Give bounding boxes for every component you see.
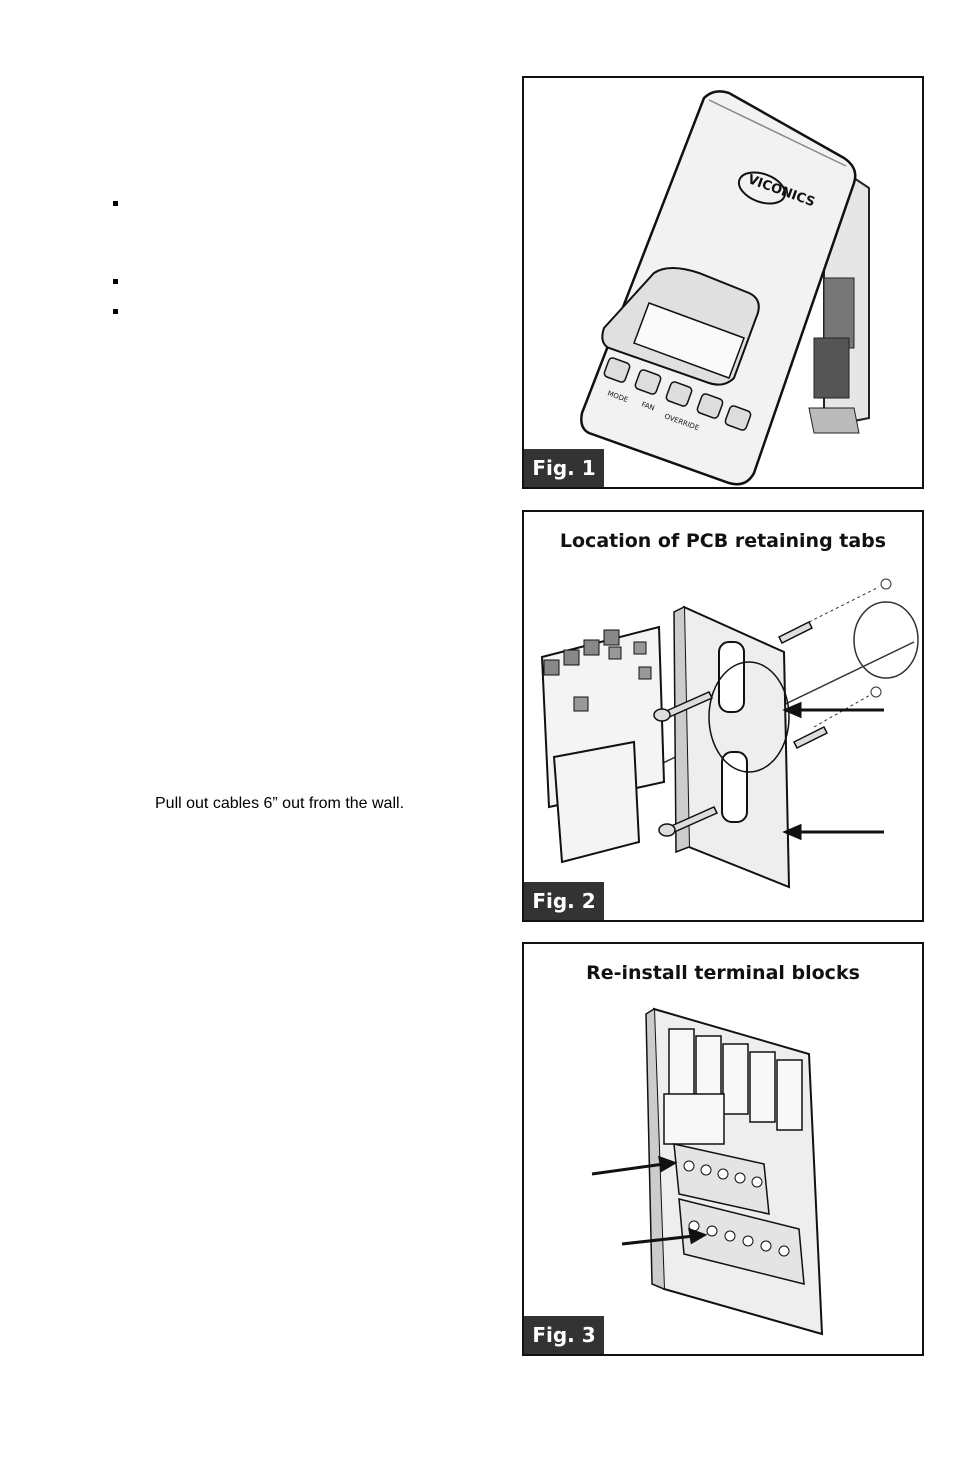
figure-2-title: Location of PCB retaining tabs [559,530,887,552]
figure-3-title: Re-install terminal blocks [586,962,860,984]
pcb-retaining-tabs-illustration [540,578,919,889]
figure-1: VICONICS MODE FAN OVERRIDE Fig. 1 [522,76,924,489]
bullet-marker-2 [113,279,118,284]
figure-1-label: Fig. 1 [524,449,604,487]
figure-3: Re-install terminal blocks [522,942,924,1356]
figure-2: Location of PCB retaining tabs [522,510,924,922]
bullet-marker-3 [113,309,118,314]
figure-3-label: Fig. 3 [524,1316,604,1354]
bullet-marker-1 [113,201,118,206]
terminal-blocks-illustration [591,1007,824,1336]
thermostat-illustration: VICONICS MODE FAN OVERRIDE [580,90,870,486]
instruction-text: Pull out cables 6” out from the wall. [155,795,405,812]
figure-2-label: Fig. 2 [524,882,604,920]
